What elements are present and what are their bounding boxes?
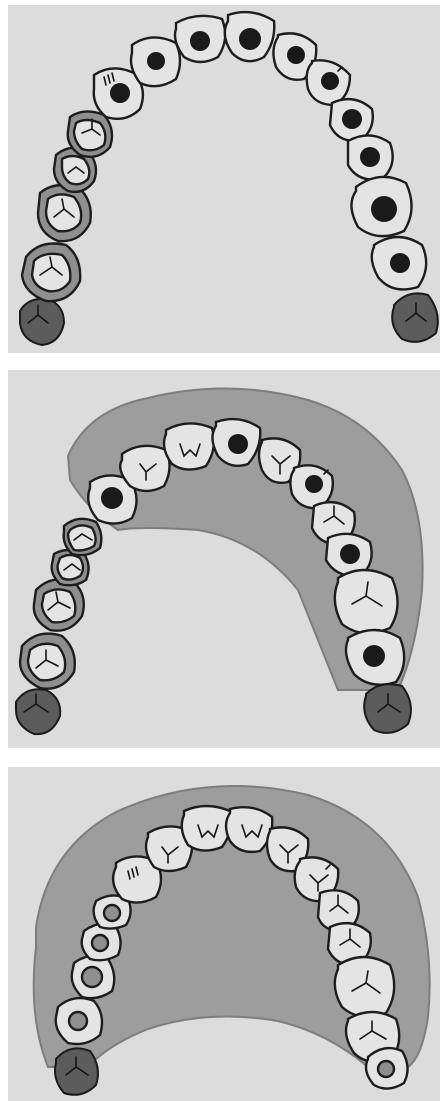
tooth-9 — [226, 807, 272, 852]
tooth-8 — [182, 806, 231, 851]
tooth-15 — [372, 237, 426, 289]
tooth-8 — [175, 16, 225, 62]
tooth-14 — [335, 570, 398, 633]
tooth-9 — [225, 12, 274, 61]
tooth-7 — [120, 446, 169, 491]
tooth-16 — [364, 684, 411, 733]
dental-arch-drawing — [8, 5, 440, 353]
dental-arch-full-plate-drawing — [8, 767, 440, 1101]
panel-middle — [8, 370, 440, 748]
tooth-left-2 — [22, 244, 80, 302]
tooth-13 — [348, 135, 393, 179]
panel-top — [8, 5, 440, 353]
tooth-left-1 — [20, 299, 64, 345]
tooth-left-3 — [34, 579, 84, 630]
tooth-16 — [392, 293, 438, 342]
dental-arch-with-plate-drawing — [8, 370, 440, 748]
tooth-8 — [164, 423, 214, 469]
panel-bottom — [8, 767, 440, 1101]
tooth-9 — [212, 419, 260, 466]
tooth-left-5 — [64, 519, 102, 555]
tooth-left-1 — [16, 689, 60, 734]
tooth-14 — [351, 177, 411, 236]
tooth-7 — [131, 37, 180, 86]
tooth-left-2-ring — [56, 998, 102, 1044]
tooth-left-3 — [38, 185, 91, 241]
tooth-left-2 — [20, 634, 75, 689]
tooth-left-1 — [55, 1048, 98, 1094]
tooth-16-ring — [366, 1048, 408, 1088]
tooth-14 — [335, 957, 394, 1017]
tooth-left-3-ring — [72, 956, 115, 998]
tooth-left-5 — [68, 111, 112, 156]
